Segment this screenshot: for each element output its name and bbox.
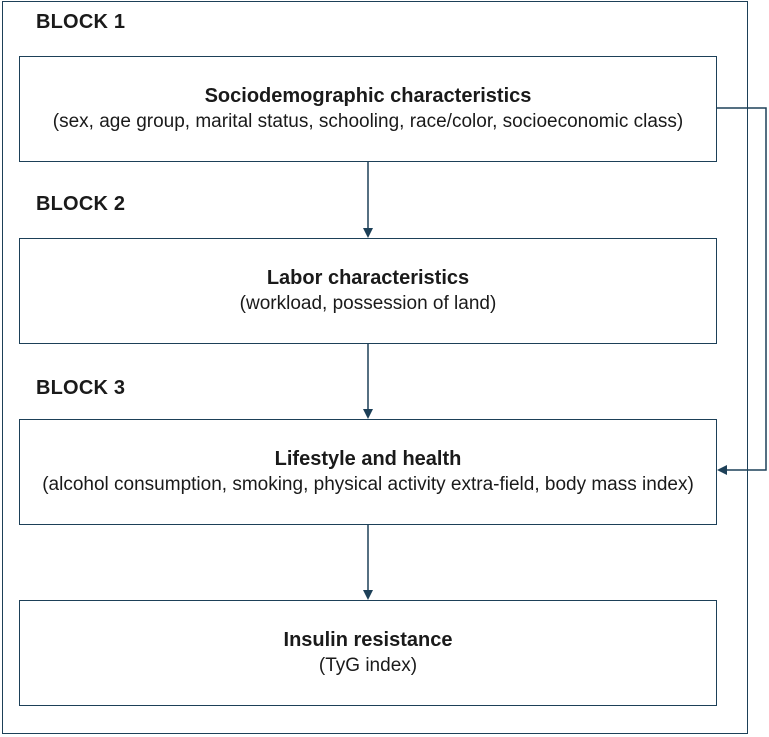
block-2-label: BLOCK 2 bbox=[36, 193, 126, 215]
box-labor-subtitle: (workload, possession of land) bbox=[239, 293, 497, 314]
box-sociodemographic-title: Sociodemographic characteristics bbox=[204, 85, 532, 107]
box-lifestyle-title: Lifestyle and health bbox=[274, 448, 462, 470]
box-insulin-title: Insulin resistance bbox=[283, 629, 453, 651]
box-labor: Labor characteristics (workload, possess… bbox=[19, 238, 717, 344]
box-insulin-subtitle: (TyG index) bbox=[318, 655, 418, 676]
box-sociodemographic: Sociodemographic characteristics (sex, a… bbox=[19, 56, 717, 162]
box-lifestyle-subtitle: (alcohol consumption, smoking, physical … bbox=[42, 474, 694, 495]
box-labor-title: Labor characteristics bbox=[266, 267, 470, 289]
box-lifestyle: Lifestyle and health (alcohol consumptio… bbox=[19, 419, 717, 525]
arrow-block1-to-block3-bypass bbox=[717, 107, 767, 475]
diagram-frame bbox=[2, 1, 748, 734]
block-3-label: BLOCK 3 bbox=[36, 377, 126, 399]
box-sociodemographic-subtitle: (sex, age group, marital status, schooli… bbox=[52, 111, 684, 132]
box-insulin-resistance: Insulin resistance (TyG index) bbox=[19, 600, 717, 706]
block-1-label: BLOCK 1 bbox=[36, 11, 126, 33]
